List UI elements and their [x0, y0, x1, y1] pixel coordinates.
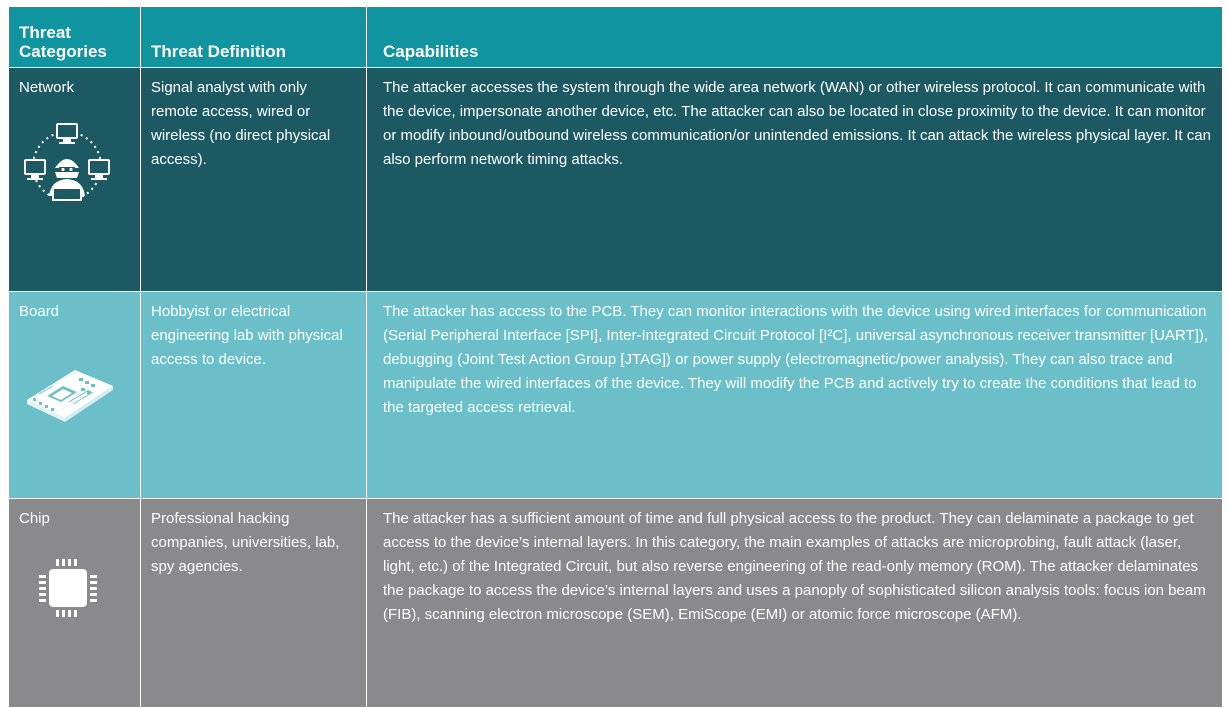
definition-cell-chip: Professional hacking companies, universi…	[140, 498, 367, 708]
circuit-board-icon	[19, 340, 130, 438]
header-threat-categories: Threat Categories	[8, 6, 141, 68]
table-row-network: Network	[8, 67, 1223, 292]
definition-cell-network: Signal analyst with only remote access, …	[140, 67, 367, 292]
network-attacker-icon	[19, 116, 130, 220]
header-row: Threat Categories Threat Definition Capa…	[8, 6, 1223, 68]
category-cell-network: Network	[8, 67, 141, 292]
table-row-board: Board	[8, 291, 1223, 499]
header-capabilities: Capabilities	[366, 6, 1223, 68]
capabilities-cell-network: The attacker accesses the system through…	[366, 67, 1223, 292]
definition-cell-board: Hobbyist or electrical engineering lab w…	[140, 291, 367, 499]
capabilities-cell-chip: The attacker has a sufficient amount of …	[366, 498, 1223, 708]
threat-table: Threat Categories Threat Definition Capa…	[8, 6, 1223, 708]
microchip-icon	[19, 547, 130, 645]
category-label-chip: Chip	[19, 510, 50, 527]
category-cell-board: Board	[8, 291, 141, 499]
capabilities-cell-board: The attacker has access to the PCB. They…	[366, 291, 1223, 499]
category-label-network: Network	[19, 79, 75, 96]
category-label-board: Board	[19, 303, 60, 320]
category-cell-chip: Chip	[8, 498, 141, 708]
table-row-chip: Chip	[8, 498, 1223, 708]
header-threat-definition: Threat Definition	[140, 6, 367, 68]
